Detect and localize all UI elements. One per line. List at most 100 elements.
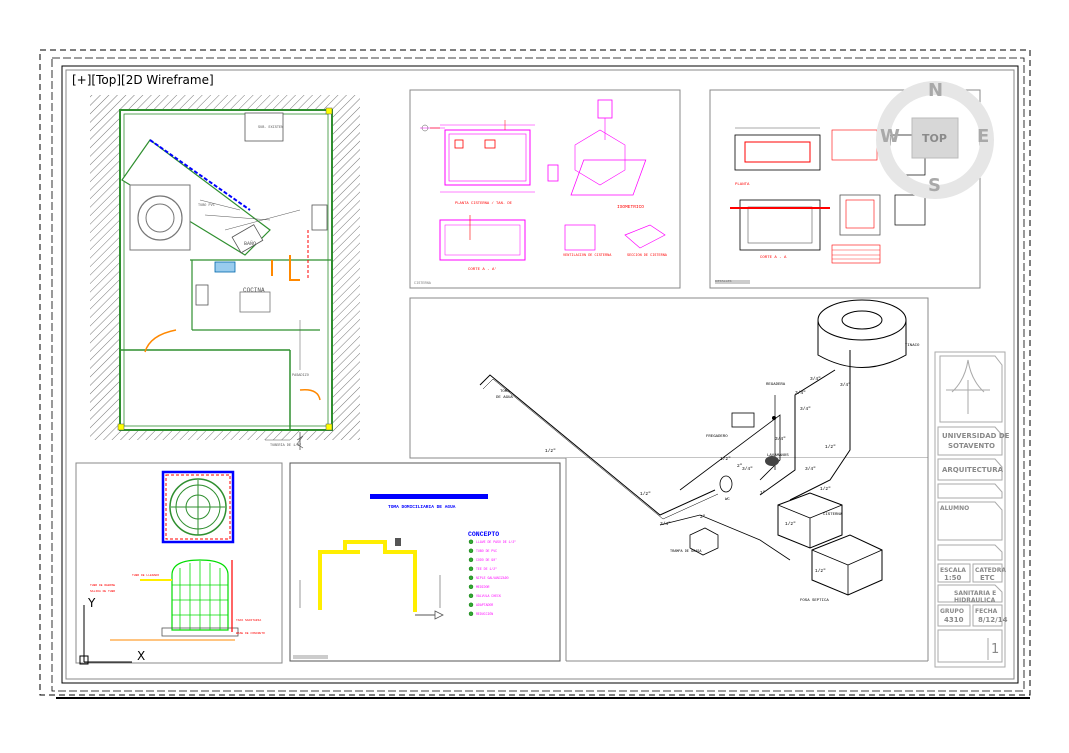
sheet-cisterna: PLANTA CISTERNA / TAN. DE ISOMETRICO COR… bbox=[409, 89, 681, 289]
tb-subject-l2: HIDRAULICA bbox=[954, 597, 996, 604]
pipe-diameter-label: 2" bbox=[737, 463, 743, 469]
plan-room-label: COCINA bbox=[243, 287, 265, 294]
tank-label-1: TUBO DE LLENADO bbox=[132, 574, 159, 577]
viewcube[interactable] bbox=[876, 81, 994, 199]
sheet2-corner-label: DETALLES bbox=[715, 279, 732, 283]
tb-subject-l1: SANITARIA E bbox=[954, 590, 997, 597]
iso-regadera: REGADERA bbox=[766, 383, 786, 387]
tb-school: ARQUITECTURA bbox=[942, 466, 1004, 474]
pipe-diameter-label: 1/2" bbox=[640, 491, 651, 497]
sheet1-title-seccion: SECCION DE CISTERNA bbox=[627, 254, 668, 258]
tb-value-grupo: 4310 bbox=[944, 616, 964, 624]
legend-item: TEE DE 1/2" bbox=[476, 567, 497, 571]
sheet1-title-ventilacion: VENTILACION DE CISTERNA bbox=[563, 254, 612, 258]
isometric-drawing: TINACO TOMA DE AGUA FREGADERO REGADERA L… bbox=[409, 297, 929, 662]
iso-lavamanos: LAVAMANOS bbox=[767, 454, 789, 458]
sheet-border-mid bbox=[51, 57, 1025, 692]
plan-note-4: TUBERÍA DE 1/2" bbox=[270, 443, 302, 448]
iso-toma-l1: TOMA bbox=[500, 390, 510, 394]
pipe-diameter-label: 1/2" bbox=[720, 456, 731, 462]
viewcube-top-face-label[interactable]: TOP bbox=[922, 132, 947, 145]
sheet1-corner-label: CISTERNA bbox=[414, 282, 432, 286]
tb-university-l1: UNIVERSIDAD DE bbox=[942, 432, 1010, 440]
legend-item: TUBO DE PVC bbox=[476, 549, 497, 553]
legend-bullet-icon bbox=[468, 611, 474, 616]
pipe-diameter-label: 3/4" bbox=[840, 382, 851, 388]
title-block bbox=[934, 351, 1006, 668]
pipe-diameter-label: 3/4" bbox=[775, 436, 786, 442]
legend-bullet-icon bbox=[468, 593, 474, 598]
legend-item: CODO DE 90° bbox=[476, 558, 497, 562]
legend-bullet-icon bbox=[468, 602, 474, 607]
tb-label-alumno: ALUMNO bbox=[940, 505, 970, 512]
legend-item: MEDIDOR bbox=[476, 585, 489, 589]
tank-label-3: SALIDA DE TUBO bbox=[90, 590, 115, 593]
pipe-diameter-label: 2" bbox=[700, 514, 706, 520]
tank-label-4: TAPA SANITARIA bbox=[236, 619, 261, 622]
tb-label-grupo: GRUPO bbox=[940, 608, 964, 615]
sheet-border-frame bbox=[65, 69, 1015, 680]
legend-item: VÁLVULA CHECK bbox=[476, 594, 501, 598]
legend-bullet-icon bbox=[468, 539, 474, 544]
plan-note-1: SUB. EXISTEN bbox=[258, 126, 283, 130]
pipe-diameter-label: 1" bbox=[760, 490, 766, 496]
sheet2-title-planta: PLANTA bbox=[735, 183, 750, 187]
sheet1-title-plan: PLANTA CISTERNA / TAN. DE bbox=[455, 201, 513, 206]
legend-bullet-icon bbox=[468, 566, 474, 571]
pipe-diameter-label: 3/4" bbox=[795, 390, 806, 396]
iso-toma-l2: DE AGUA bbox=[496, 396, 513, 400]
plan-bath-label: BAÑO bbox=[244, 240, 256, 247]
pipe-diameter-label: 1/2" bbox=[825, 444, 836, 450]
pipe-diameter-label: 3/4" bbox=[800, 406, 811, 412]
viewcube-face[interactable] bbox=[911, 117, 959, 159]
tank-label-2: TUBO DE REBOSE bbox=[90, 584, 115, 587]
ucs-icon: Y X bbox=[79, 596, 145, 665]
iso-trampa: TRAMPA DE GRASA bbox=[670, 550, 702, 554]
tb-value-fecha: 8/12/14 bbox=[978, 616, 1008, 624]
tank-label-5: BASE DE CONCRETO bbox=[236, 632, 265, 635]
sheet-border-inner bbox=[61, 65, 1019, 684]
sheet-toma-domiciliaria: TOMA DOMICILIARIA DE AGUA CONCEPTO LLAVE… bbox=[289, 462, 561, 662]
pipe-diameter-label: 3/4" bbox=[805, 466, 816, 472]
pipe-diameter-label: 3/4" bbox=[810, 376, 821, 382]
tb-value-catedra: ETC bbox=[980, 574, 995, 582]
legend-bullet-icon bbox=[468, 584, 474, 589]
pipe-diameter-label: 1/2" bbox=[815, 568, 826, 574]
pipe-diameter-label: 3/4" bbox=[742, 466, 753, 472]
pipe-diameter-label: 1/2" bbox=[545, 448, 556, 454]
viewcube-north[interactable]: N bbox=[928, 80, 944, 101]
legend-bullet-icon bbox=[468, 557, 474, 562]
sheet4-title: TOMA DOMICILIARIA DE AGUA bbox=[388, 504, 456, 510]
legend-item: ADAPTADOR bbox=[476, 603, 493, 607]
iso-pipe-labels: 1/2" 3/4" 3/4" 1/2" 3/4" 1/2" 1/2" 3/4" 1/2" 1" 3/… bbox=[545, 376, 851, 574]
tb-label-escala: ESCALA bbox=[940, 567, 966, 574]
legend-item: LLAVE DE PASO DE 1/2" bbox=[476, 540, 516, 544]
sheet1-title-iso: ISOMETRICO bbox=[617, 204, 644, 210]
iso-cisterna: CISTERNA bbox=[823, 513, 843, 517]
tank-detail: TUBO DE LLENADO TUBO DE REBOSE SALIDA DE… bbox=[75, 462, 283, 664]
floor-plan: COCINA BAÑO SUB. EXISTEN TUBO PVC PASADI… bbox=[90, 95, 360, 450]
ucs-x-label: X bbox=[137, 649, 145, 663]
viewcube-east[interactable]: E bbox=[977, 126, 990, 147]
tb-sheet-number: 1 bbox=[991, 642, 1000, 657]
viewcube-south[interactable]: S bbox=[928, 175, 941, 196]
iso-tinaco: TINACO bbox=[905, 344, 920, 348]
pipe-diameter-label: 1/2" bbox=[785, 521, 796, 527]
viewport-controls-label[interactable]: [+][Top][2D Wireframe] bbox=[70, 73, 216, 87]
legend-item: NIPLE GALVANIZADO bbox=[476, 576, 509, 580]
plan-note-2: TUBO PVC bbox=[198, 204, 215, 208]
sheet4-legend-title: CONCEPTO bbox=[468, 531, 499, 538]
iso-wc: WC bbox=[725, 498, 730, 502]
sheet4-legend-list: LLAVE DE PASO DE 1/2" TUBO DE PVC CODO DE … bbox=[468, 539, 516, 616]
pipe-diameter-label: 1/2" bbox=[820, 486, 831, 492]
tb-value-escala: 1:50 bbox=[944, 574, 962, 582]
tb-university-l2: SOTAVENTO bbox=[948, 442, 995, 450]
iso-fregadero: FREGADERO bbox=[706, 435, 728, 439]
sheet1-title-cut: CORTE A - A' bbox=[468, 267, 497, 272]
viewcube-west[interactable]: W bbox=[880, 126, 900, 147]
iso-fosa: FOSA SEPTICA bbox=[800, 599, 829, 603]
pipe-diameter-label: 3/4" bbox=[660, 521, 671, 527]
plan-note-3: PASADIZO bbox=[292, 374, 309, 378]
